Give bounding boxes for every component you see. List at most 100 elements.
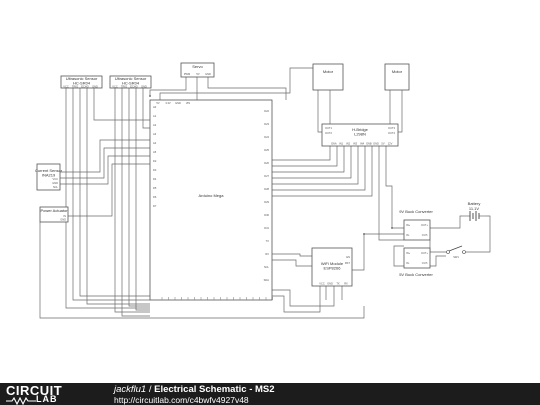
ultrasonic-1-name: Ultrasonic Sensor [66,76,98,81]
ultrasonic-1-pin: GND [92,85,98,89]
h-bridge-pin: GND [373,142,379,146]
arduino-pin-label: D30 [264,213,269,217]
ultrasonic-1-part: HC-SR04 [73,81,91,86]
motor-1-name: Motor [323,69,334,74]
h-bridge-pin: IN1 [339,142,344,146]
arduino-pin-label: 3.3V [165,101,171,105]
logo-text-top: CIRCUIT [6,383,63,398]
title-separator: / [146,384,155,395]
wifi-module-name: WiFi Module [321,261,344,266]
current-sensor-pin: VCC [53,177,59,181]
schematic-title: Electrical Schematic - MS2 [154,384,275,395]
h-bridge-pin: ENB [366,142,372,146]
current-sensor: Current Sensor INA219 VCC GND SCL [35,163,63,191]
servo-pin: PWM [184,72,190,76]
ultrasonic-1-pin: ECHO [81,85,89,89]
arduino-pin-label: A4 [153,141,157,145]
h-bridge-pin: OUT4 [388,131,395,135]
h-bridge-pin: OUT3 [388,126,395,130]
battery-name: Battery [468,201,481,206]
servo-name: Servo [192,64,203,69]
arduino-pin-label: A0 [153,105,157,109]
wifi-module-pin: VCC [319,282,325,286]
ultrasonic-sensor-1: Ultrasonic Sensor HC-SR04 VCC TRIG ECHO … [60,75,103,89]
arduino-pin-label: D27 [264,174,269,178]
current-sensor-pin: GND [52,181,58,185]
h-bridge-pin: OUT1 [325,126,332,130]
h-bridge-pin: OUT2 [325,131,332,135]
arduino-pin-label: D3 [153,168,157,172]
circuitlab-logo[interactable]: CIRCUIT LAB [6,383,96,405]
arduino-pin-label: D25 [264,148,269,152]
wifi-module-pin: GND [327,282,333,286]
h-bridge-pin: IN3 [353,142,358,146]
arduino-pin-label: D31 [264,226,269,230]
arduino-pin-label: RX [265,252,269,256]
logo-text-bottom: LAB [36,394,58,404]
buck-9v-pin: OUT- [422,233,428,237]
arduino-pin-label: D24 [264,135,269,139]
ultrasonic-2-name: Ultrasonic Sensor [115,76,147,81]
arduino-pin-label: SDA [264,278,270,282]
h-bridge-pin: 12V [388,142,393,146]
arduino-pin-label: D6 [153,195,157,199]
arduino-pin-label: TX [266,239,270,243]
wifi-module-pin: RST [345,261,351,265]
arduino-pin-label: SCL [264,265,270,269]
buck-5v-name: 5V Buck Converter [399,272,433,277]
ultrasonic-2-part: HC-SR04 [122,81,140,86]
arduino-pin-label: VIN [186,101,190,105]
ultrasonic-2-pin: VCC [112,85,118,89]
arduino-pin-label: D2 [153,159,157,163]
h-bridge-pin: 5V [381,142,384,146]
h-bridge: H-Bridge L298N OUT1 OUT2 OUT3 OUT4 ENA I… [321,123,399,147]
wifi-module-pin: TX [336,282,340,286]
schematic-url[interactable]: http://circuitlab.com/c4bwfv4927v48 [114,395,249,405]
h-bridge-pin: IN4 [360,142,365,146]
ultrasonic-2-pin: TRIG [121,85,127,89]
ultrasonic-2-pin: GND [141,85,147,89]
buck-9v-name: 9V Buck Converter [399,209,433,214]
wifi-module: WiFi Module ESP8266 VCC GND TX RX EN RST [311,247,353,287]
ultrasonic-sensor-2: Ultrasonic Sensor HC-SR04 VCC TRIG ECHO … [109,75,152,89]
buck-5v-pin: IN- [406,261,410,265]
h-bridge-name: H-Bridge [352,127,369,132]
footer-bar: CIRCUIT LAB jackflu1 / Electrical Schema… [0,383,540,405]
power-actuator-name: Power Actuator [40,208,68,213]
arduino-pin-label: A5 [153,150,157,154]
schematic-canvas: Ultrasonic Sensor HC-SR04 VCC TRIG ECHO … [35,62,491,319]
schematic-title-line: jackflu1 / Electrical Schematic - MS2 [114,384,275,395]
buck-9v-pin: IN+ [406,223,411,227]
arduino-pin-label: A3 [153,132,157,136]
arduino-pin-label: D23 [264,122,269,126]
ultrasonic-2-pin: ECHO [130,85,138,89]
resistor-zigzag-icon [6,397,36,405]
wires [39,67,491,319]
arduino-pin-label: D4 [153,177,157,181]
buck-converter-5v: IN+ IN- OUT+ OUT- 5V Buck Converter [399,247,433,277]
buck-9v-pin: IN- [406,233,410,237]
buck-5v-pin: OUT+ [421,251,428,255]
arduino-pin-label: GND [175,101,181,105]
current-sensor-pin: SCL [53,185,59,189]
motor-2-name: Motor [392,69,403,74]
arduino-name: Arduino Mega [199,193,225,198]
buck-5v-pin: OUT- [422,261,428,265]
battery: Battery 11.1V [462,201,486,221]
author-link[interactable]: jackflu1 [114,384,147,395]
buck-converter-9v: 9V Buck Converter IN+ IN- OUT+ OUT- [399,209,433,241]
ultrasonic-1-pin: TRIG [72,85,78,89]
arduino-pin-label: D7 [153,204,157,208]
current-sensor-name: Current Sensor [35,168,63,173]
arduino-pin-label: D26 [264,161,269,165]
arduino-pin-label: D28 [264,187,269,191]
arduino-pin-label: D22 [264,109,269,113]
power-actuator-pin: GND [60,218,66,222]
h-bridge-part: L298N [354,132,366,137]
arduino-pin-label: A2 [153,123,157,127]
junction-dots [149,95,393,235]
arduino-pin-label: D5 [153,186,157,190]
ultrasonic-1-pin: VCC [63,85,69,89]
switch: SW1 [446,245,466,259]
